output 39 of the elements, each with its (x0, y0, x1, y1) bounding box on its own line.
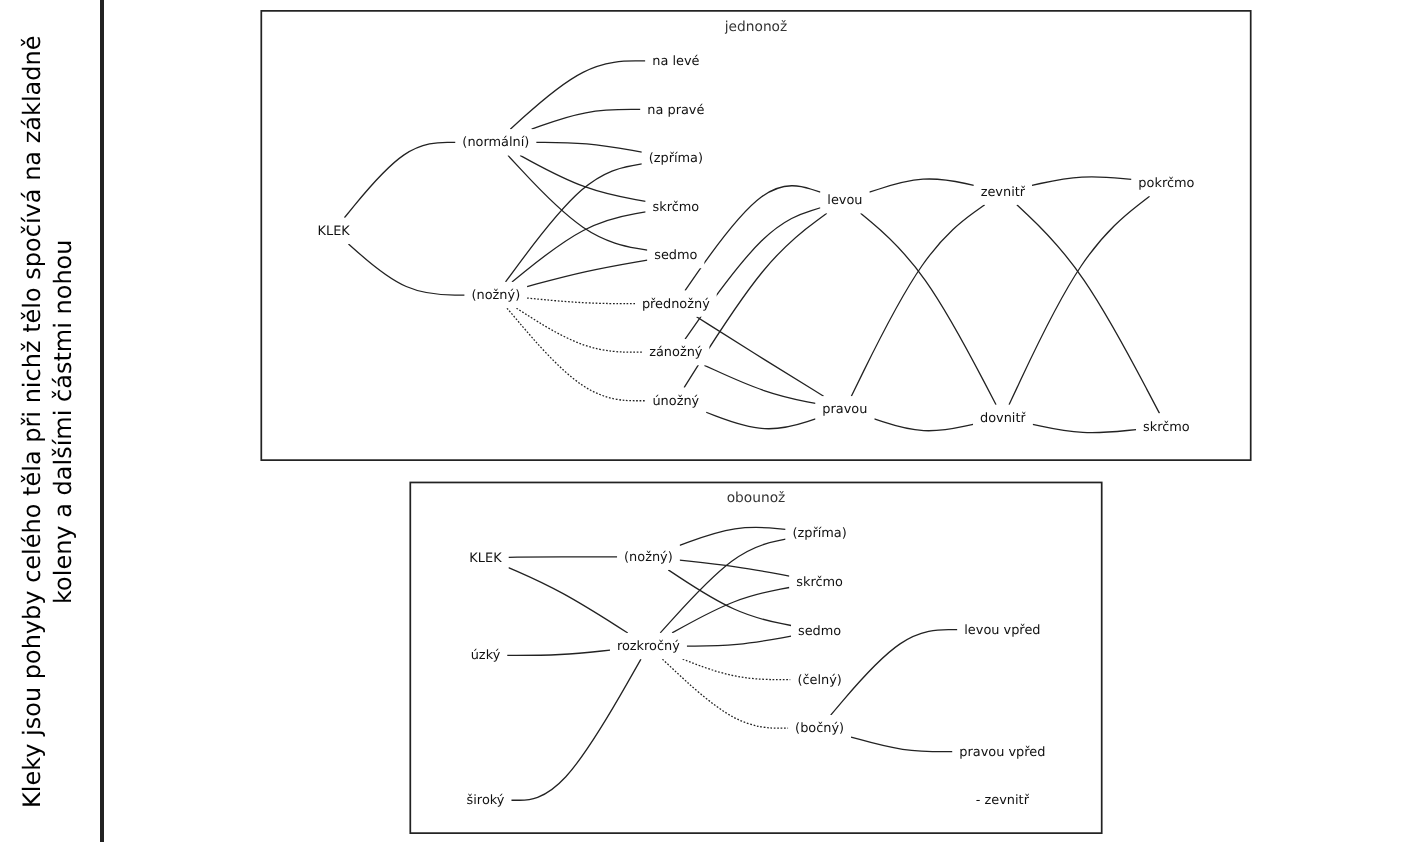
connector (519, 153, 647, 201)
connector (850, 203, 986, 396)
connector (1032, 422, 1137, 433)
connector (659, 537, 787, 633)
connector (347, 242, 466, 295)
connector (510, 657, 642, 800)
connector (1031, 175, 1133, 185)
connector (531, 107, 642, 129)
connector (509, 59, 646, 129)
connector (684, 184, 822, 291)
connector (526, 258, 648, 287)
connector (703, 363, 817, 404)
connector (661, 657, 789, 728)
connector (507, 153, 648, 250)
connector (686, 634, 792, 646)
connector (679, 558, 790, 576)
connector (667, 568, 792, 626)
connector (679, 525, 787, 545)
connector (507, 555, 618, 557)
connector (507, 565, 629, 633)
connector (681, 657, 792, 680)
connector (511, 210, 647, 282)
connector (504, 162, 643, 282)
connector (850, 735, 954, 752)
row-header-text: Kleky jsou pohyby celého těla při nichž tělo spočívá na základně koleny a dalšími částmi nohou (18, 32, 80, 812)
connector (526, 296, 636, 304)
connector (535, 140, 643, 152)
connector (506, 648, 611, 656)
connector (705, 410, 817, 429)
connector (515, 306, 643, 352)
connector (343, 140, 457, 218)
connector (859, 211, 997, 405)
connector (671, 585, 790, 633)
connector (868, 177, 975, 192)
connector (830, 627, 959, 715)
connector (683, 211, 828, 388)
connector (873, 417, 974, 431)
connector (506, 306, 647, 401)
connector (695, 315, 825, 396)
